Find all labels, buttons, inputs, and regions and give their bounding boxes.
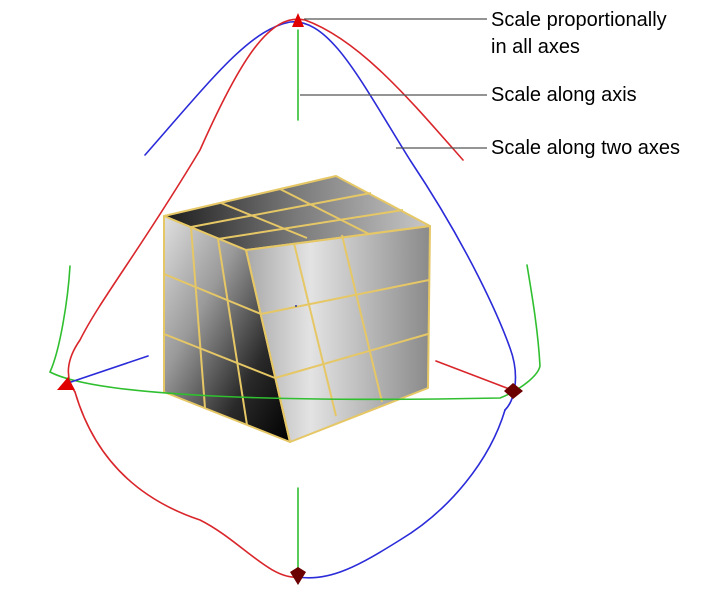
bottom-scale-handle[interactable] [290, 567, 306, 585]
callout-uniform-line1: Scale proportionally [491, 9, 667, 31]
callout-uniform-scale: Scale proportionally in all axes [491, 7, 667, 61]
red-plane-curve-top [67, 18, 464, 393]
z-axis-handle-left [67, 355, 149, 384]
uniform-scale-handle[interactable] [292, 13, 304, 27]
cube [163, 175, 431, 443]
callout-axis-scale: Scale along axis [491, 84, 637, 106]
left-scale-handle[interactable] [57, 377, 75, 390]
callout-plane-scale: Scale along two axes [491, 137, 681, 159]
cube-wireframe [163, 175, 431, 443]
scale-handles [57, 13, 523, 585]
callout-uniform-line2: in all axes [491, 36, 580, 58]
callout-leaders [300, 18, 487, 149]
green-plane-curve [48, 264, 541, 401]
x-axis-handle-right [435, 360, 513, 391]
blue-plane-curve-top [144, 21, 517, 411]
scale-manipulator [48, 18, 541, 579]
cube-front-face [246, 226, 430, 442]
red-plane-curve-bottom [74, 391, 299, 578]
right-scale-handle[interactable] [504, 383, 523, 399]
blue-plane-curve-bottom [297, 409, 506, 579]
